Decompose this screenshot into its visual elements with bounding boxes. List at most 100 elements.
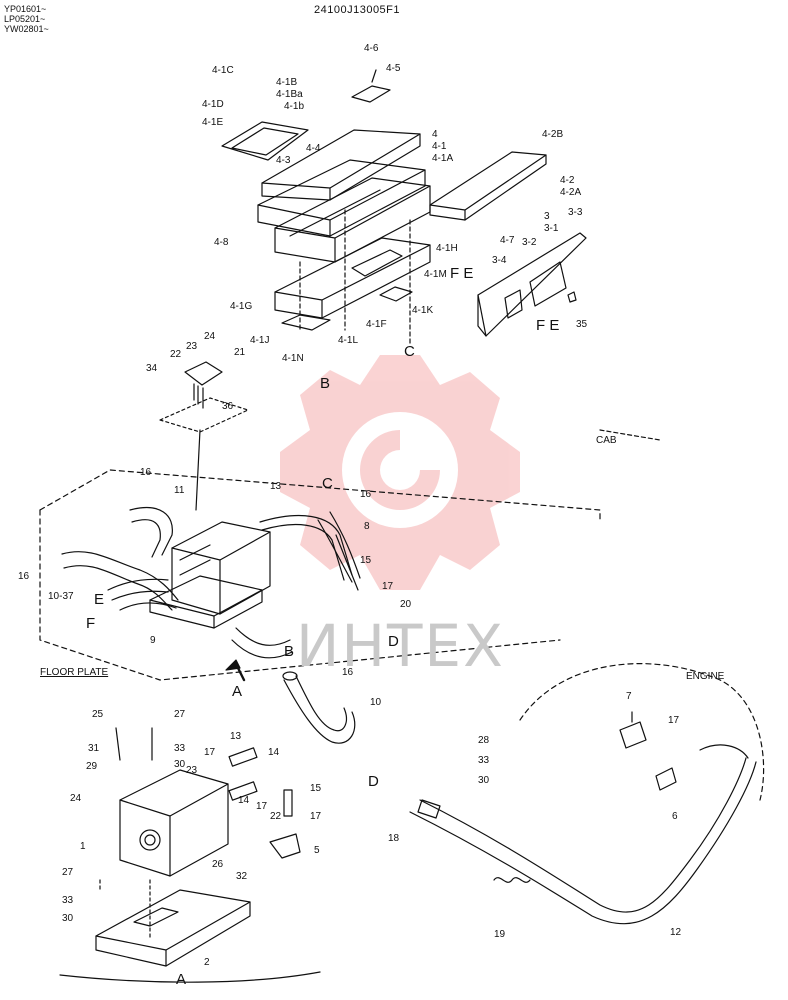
hose-10: [283, 679, 356, 744]
serial-range-2: LP05201~: [4, 14, 46, 24]
part-label: 24: [204, 331, 216, 342]
hose-16-left: [61, 551, 179, 601]
caption-pipe-d: D: [368, 773, 379, 790]
part-label: 4-1J: [250, 335, 270, 346]
part-label: 33: [174, 743, 186, 754]
part-label: 6: [672, 811, 678, 822]
part-label: 14: [268, 747, 280, 758]
part-label: 3-4: [492, 255, 507, 266]
caption-floor-plate: FLOOR PLATE: [40, 667, 109, 678]
hose-c-16: [317, 519, 353, 583]
serial-range-3: YW02801~: [4, 24, 49, 34]
grille-4-5: [351, 85, 391, 103]
caption-detail-a: A: [176, 971, 187, 988]
floor-panel: [159, 397, 249, 433]
terminal-block-21: [184, 361, 223, 386]
drawing-number: 24100J13005F1: [314, 4, 401, 16]
part-label: 29: [86, 761, 98, 772]
part-label: 30: [174, 759, 186, 770]
hose-clamp-18: [417, 799, 441, 819]
pipe-12: [419, 757, 747, 913]
part-label: 4-2A: [560, 187, 582, 198]
serial-range-list: YP01601~ LP05201~ YW02801~: [4, 4, 49, 34]
part-label: 17: [310, 811, 322, 822]
caption-view-b: B: [320, 375, 331, 392]
valve-7: [619, 721, 647, 749]
part-label: 11: [174, 485, 185, 496]
part-label: 15: [310, 783, 322, 794]
bracket-2: [95, 889, 251, 951]
part-label: 4-1E: [202, 117, 224, 128]
caption-hose-e: E: [94, 591, 105, 608]
caption-duct-fe-2: F E: [536, 317, 560, 334]
part-label: 4-1N: [282, 353, 304, 364]
part-label: 4-7: [500, 235, 515, 246]
part-label: 12: [670, 927, 682, 938]
part-label: 14: [238, 795, 250, 806]
caption-hose-c: C: [322, 475, 333, 492]
part-label: 2: [204, 957, 210, 968]
serial-range-1: YP01601~: [4, 4, 47, 14]
part-label: 4-4: [306, 143, 321, 154]
part-label: 30: [478, 775, 490, 786]
part-label: 10: [370, 697, 382, 708]
part-label: 4-1L: [338, 335, 359, 346]
part-label: 22: [270, 811, 282, 822]
hose-b: [235, 627, 291, 646]
part-label: 23: [186, 341, 198, 352]
part-label: 4-5: [386, 63, 401, 74]
part-label: 10-37: [48, 591, 74, 602]
part-label: 4-1M: [424, 269, 447, 280]
part-label: 15: [360, 555, 372, 566]
part-label: 4-1B: [276, 77, 298, 88]
part-label: 4-8: [214, 237, 229, 248]
part-label: 5: [314, 845, 320, 856]
caption-hose-f: F: [86, 615, 96, 632]
caption-engine: ENGINE: [686, 671, 725, 682]
part-label: 17: [382, 581, 394, 592]
part-label: 4-1b: [284, 101, 305, 112]
part-label: 25: [92, 709, 104, 720]
heater-unit-body: [171, 521, 271, 561]
part-label: 4-1C: [212, 65, 234, 76]
part-label: 4-3: [276, 155, 291, 166]
part-label: 36: [222, 401, 234, 412]
part-label: 21: [234, 347, 246, 358]
part-label: 16: [140, 467, 152, 478]
part-label: 20: [400, 599, 412, 610]
spring-19: [493, 877, 531, 883]
hose-e: [107, 578, 169, 591]
cover-4-1b: [221, 121, 309, 161]
caption-duct-fe: F E: [450, 265, 474, 282]
part-label: 4-6: [364, 43, 379, 54]
part-label: 3-3: [568, 207, 583, 218]
part-label: 3-2: [522, 237, 537, 248]
panel-3: [477, 232, 587, 337]
part-label: 19: [494, 929, 506, 940]
part-label: 16: [18, 571, 30, 582]
caption-hose-d: D: [388, 633, 399, 650]
part-label: 26: [212, 859, 224, 870]
caption-view-a: A: [232, 683, 243, 700]
caption-hose-b: B: [284, 643, 295, 660]
part-label: 8: [364, 521, 370, 532]
part-label: 3-1: [544, 223, 559, 234]
part-label: 1: [80, 841, 86, 852]
part-label: 4-1H: [436, 243, 458, 254]
part-label: 4-1Ba: [276, 89, 303, 100]
part-label: 13: [230, 731, 242, 742]
part-label: 3: [544, 211, 550, 222]
part-label: 24: [70, 793, 82, 804]
part-label: 4-2B: [542, 129, 564, 140]
watermark-gear-logo: [280, 355, 520, 590]
part-label: 35: [576, 319, 588, 330]
part-label: 33: [62, 895, 74, 906]
part-label: 16: [342, 667, 354, 678]
caption-view-c: C: [404, 343, 415, 360]
valve-6: [655, 767, 677, 791]
part-label: 30: [62, 913, 74, 924]
part-label: 27: [62, 867, 74, 878]
part-label: 9: [150, 635, 156, 646]
part-label: 32: [236, 871, 248, 882]
